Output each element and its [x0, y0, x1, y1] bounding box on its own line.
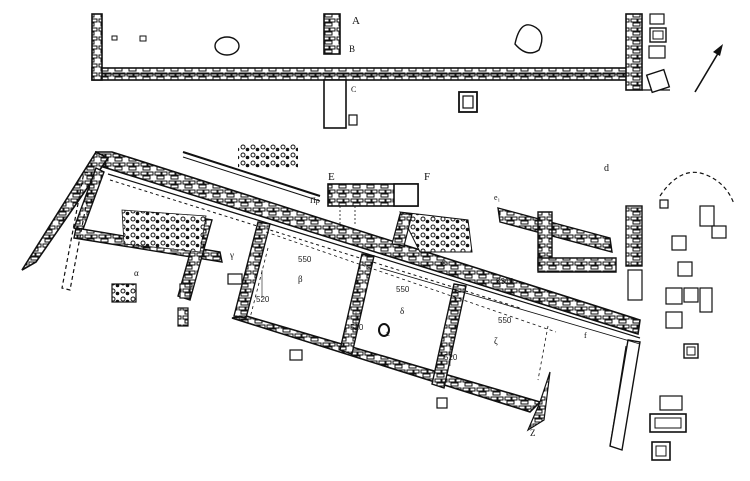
upper-left-wall — [91, 13, 103, 81]
label-e: E — [328, 171, 335, 183]
label-d: d — [604, 163, 609, 174]
dim-room-width-3: 550 — [498, 316, 512, 325]
label-zeta: ζ — [494, 336, 498, 346]
dim-room-depth-3: 520 — [444, 353, 458, 362]
room-labels: α β γ δ ε ζ g₁ f Z — [134, 250, 587, 438]
rubble-fill — [121, 209, 207, 253]
north-arrow-icon — [694, 44, 723, 93]
pier-a-b — [323, 13, 341, 55]
ef-structure: E F d e₁ Πρ — [182, 144, 643, 301]
eastern-blocks — [649, 171, 735, 461]
round-feature — [214, 36, 240, 56]
label-e1: e₁ — [494, 193, 501, 202]
divider-wall-3 — [431, 283, 467, 389]
label-b: B — [349, 44, 355, 54]
label-g1: g₁ — [442, 257, 449, 266]
upper-right-wall — [625, 13, 643, 91]
basin-feature — [514, 24, 543, 54]
dimension-labels: 550 550 550 520 520 520 3310 — [256, 255, 514, 362]
label-c: C — [351, 85, 356, 94]
divider-wall-2 — [339, 253, 375, 355]
label-gamma: γ — [229, 250, 234, 260]
stoa-building — [21, 150, 641, 451]
upper-building: A B C — [91, 13, 671, 129]
dim-room-depth-2: 520 — [350, 323, 364, 332]
d-structure — [497, 207, 613, 253]
dim-room-width-2: 550 — [396, 285, 410, 294]
label-epsilon: ε — [386, 328, 390, 338]
label-f-lower: f — [584, 331, 587, 340]
label-pi: Πρ — [310, 196, 320, 205]
label-z: Z — [530, 428, 536, 438]
small-altar — [458, 91, 478, 113]
divider-wall-1 — [233, 221, 271, 319]
stoa-west-wall — [21, 150, 110, 271]
label-alpha: α — [134, 268, 139, 278]
pier-c — [323, 79, 347, 129]
label-beta: β — [298, 274, 303, 284]
east-wall — [609, 339, 641, 451]
dim-room-width-1: 550 — [298, 255, 312, 264]
label-a: A — [352, 15, 360, 27]
label-delta: δ — [400, 306, 404, 316]
dim-total-length: 3310 — [496, 277, 514, 286]
dim-room-depth-1: 520 — [256, 295, 270, 304]
label-f: F — [424, 171, 430, 183]
